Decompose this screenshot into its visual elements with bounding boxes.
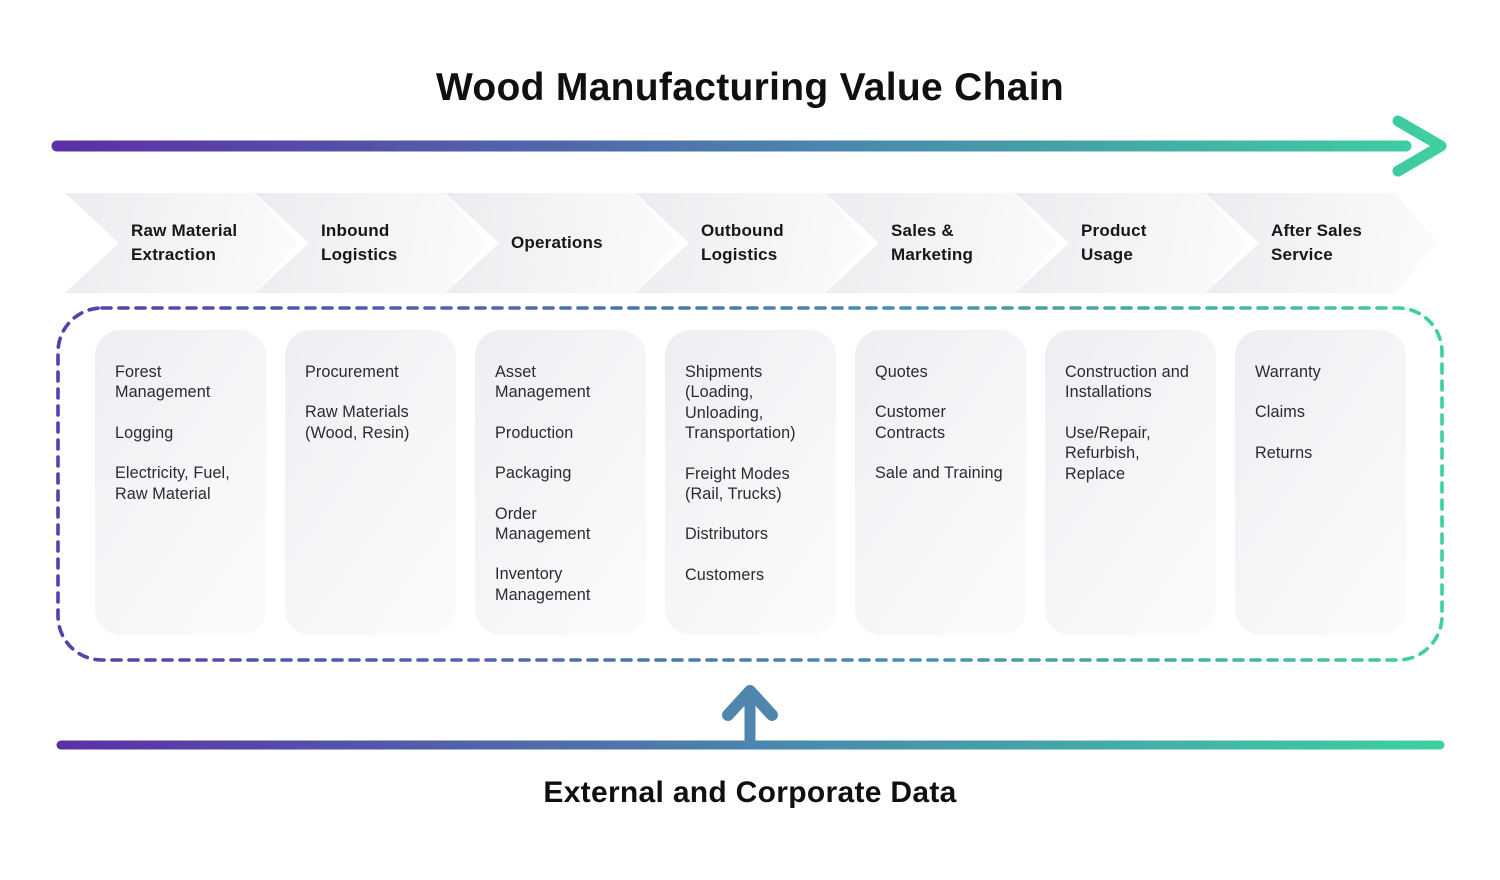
card-item: Customer Contracts <box>875 403 946 442</box>
card-product-usage: Construction and Installations Use/Repai… <box>1045 330 1216 635</box>
card-item: Packaging <box>495 464 572 483</box>
card-item: Shipments (Loading, Unloading, Transport… <box>685 363 796 443</box>
dashed-rect <box>56 306 1444 662</box>
stage-label: Raw Material Extraction <box>131 220 238 264</box>
card-outbound-logistics: Shipments (Loading, Unloading, Transport… <box>665 330 836 635</box>
card-after-sales-service: Warranty Claims Returns <box>1235 330 1406 635</box>
card-item: Logging <box>115 423 174 442</box>
stage-label: Outbound Logistics <box>701 220 784 264</box>
data-flow-line <box>56 685 1445 750</box>
stage-chevron-sales-marketing: Sales & Marketing <box>825 193 1057 293</box>
page-title: Wood Manufacturing Value Chain <box>436 66 1064 109</box>
card-item: Inventory Management <box>495 565 591 604</box>
value-chain-arrow <box>51 115 1447 177</box>
up-arrow-icon <box>722 685 778 721</box>
stage-label: Product Usage <box>1081 220 1147 264</box>
card-item: Claims <box>1255 403 1306 422</box>
stage-chevron-raw-material-extraction: Raw Material Extraction <box>65 193 297 293</box>
footer-label: External and Corporate Data <box>543 776 957 809</box>
card-item: Procurement <box>305 363 399 381</box>
stage-label: Inbound Logistics <box>321 220 398 264</box>
card-item: Construction and Installations <box>1065 363 1189 402</box>
card-item: Sale and Training <box>875 464 1003 483</box>
stage-label: Operations <box>511 232 603 252</box>
card-sales-marketing: Quotes Customer Contracts Sale and Train… <box>855 330 1026 635</box>
card-item: Electricity, Fuel, Raw Material <box>115 464 230 503</box>
card-item: Production <box>495 423 574 442</box>
card-item: Warranty <box>1255 363 1321 381</box>
stage-cards: Forest Management Logging Electricity, F… <box>95 330 1475 635</box>
card-operations: Asset Management Production Packaging Or… <box>475 330 646 635</box>
card-item: Use/Repair, Refurbish, Replace <box>1065 423 1151 483</box>
stage-chevron-row: Raw Material Extraction Inbound Logistic… <box>65 193 1445 293</box>
dashed-boundary <box>56 306 1444 662</box>
card-item: Quotes <box>875 363 928 381</box>
card-item: Forest Management <box>115 363 211 402</box>
stage-label: Sales & Marketing <box>891 220 974 264</box>
card-item: Freight Modes (Rail, Trucks) <box>685 464 790 504</box>
stage-label: After Sales Service <box>1271 220 1363 264</box>
card-item: Order Management <box>495 504 591 544</box>
card-inbound-logistics: Procurement Raw Materials (Wood, Resin) <box>285 330 456 635</box>
card-item: Asset Management <box>495 363 591 402</box>
card-item: Customers <box>685 565 765 584</box>
card-raw-material-extraction: Forest Management Logging Electricity, F… <box>95 330 266 635</box>
card-item: Distributors <box>685 525 769 544</box>
right-arrowhead-icon <box>1392 115 1447 177</box>
card-item: Raw Materials (Wood, Resin) <box>305 403 410 442</box>
card-item: Returns <box>1255 443 1313 462</box>
